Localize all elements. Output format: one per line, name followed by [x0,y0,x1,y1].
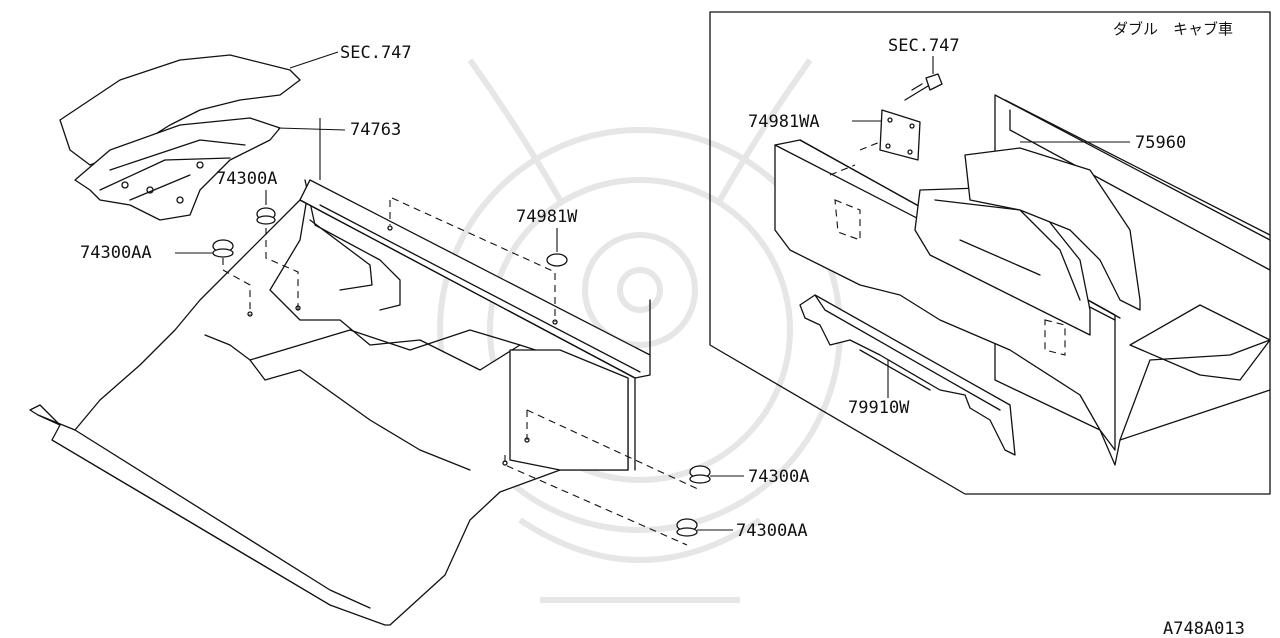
plug-bottom-a [689,465,711,484]
rear-cross-rail [299,179,651,471]
plug-top-a [256,207,276,225]
pad-74981wa-shape [879,109,921,161]
label-74981w: 74981W [516,207,578,227]
bolt-sec747-shape [904,73,943,101]
label-sec747-main: SEC.747 [340,43,412,63]
label-74300a-top: 74300A [216,169,277,189]
label-74300aa-top: 74300AA [80,243,152,263]
watermark-emblem [437,58,843,603]
label-74981wa: 74981WA [748,112,820,132]
label-74300a-bottom: 74300A [748,467,809,487]
floor-carpet [29,179,629,626]
plug-top-aa [212,239,234,258]
label-79910w: 79910W [848,398,910,418]
trim-79910w-shape [799,294,1016,456]
inset-body [774,94,1271,466]
inset-caption: ダブル キャブ車 [1113,20,1233,38]
inset-frame [709,11,1271,495]
label-75960: 75960 [1135,133,1186,153]
label-74300aa-bottom: 74300AA [736,521,808,541]
diagram-code: A748A013 [1163,619,1245,638]
leader-lines [175,51,744,531]
inset-leader-lines [852,56,1130,398]
label-74763: 74763 [350,120,401,140]
plug-bottom-aa [676,518,698,537]
upper-floor-panel [59,54,301,221]
label-sec747-inset: SEC.747 [888,36,960,56]
pad-74981w-shape [546,253,568,267]
install-dashed-lines [222,197,701,546]
